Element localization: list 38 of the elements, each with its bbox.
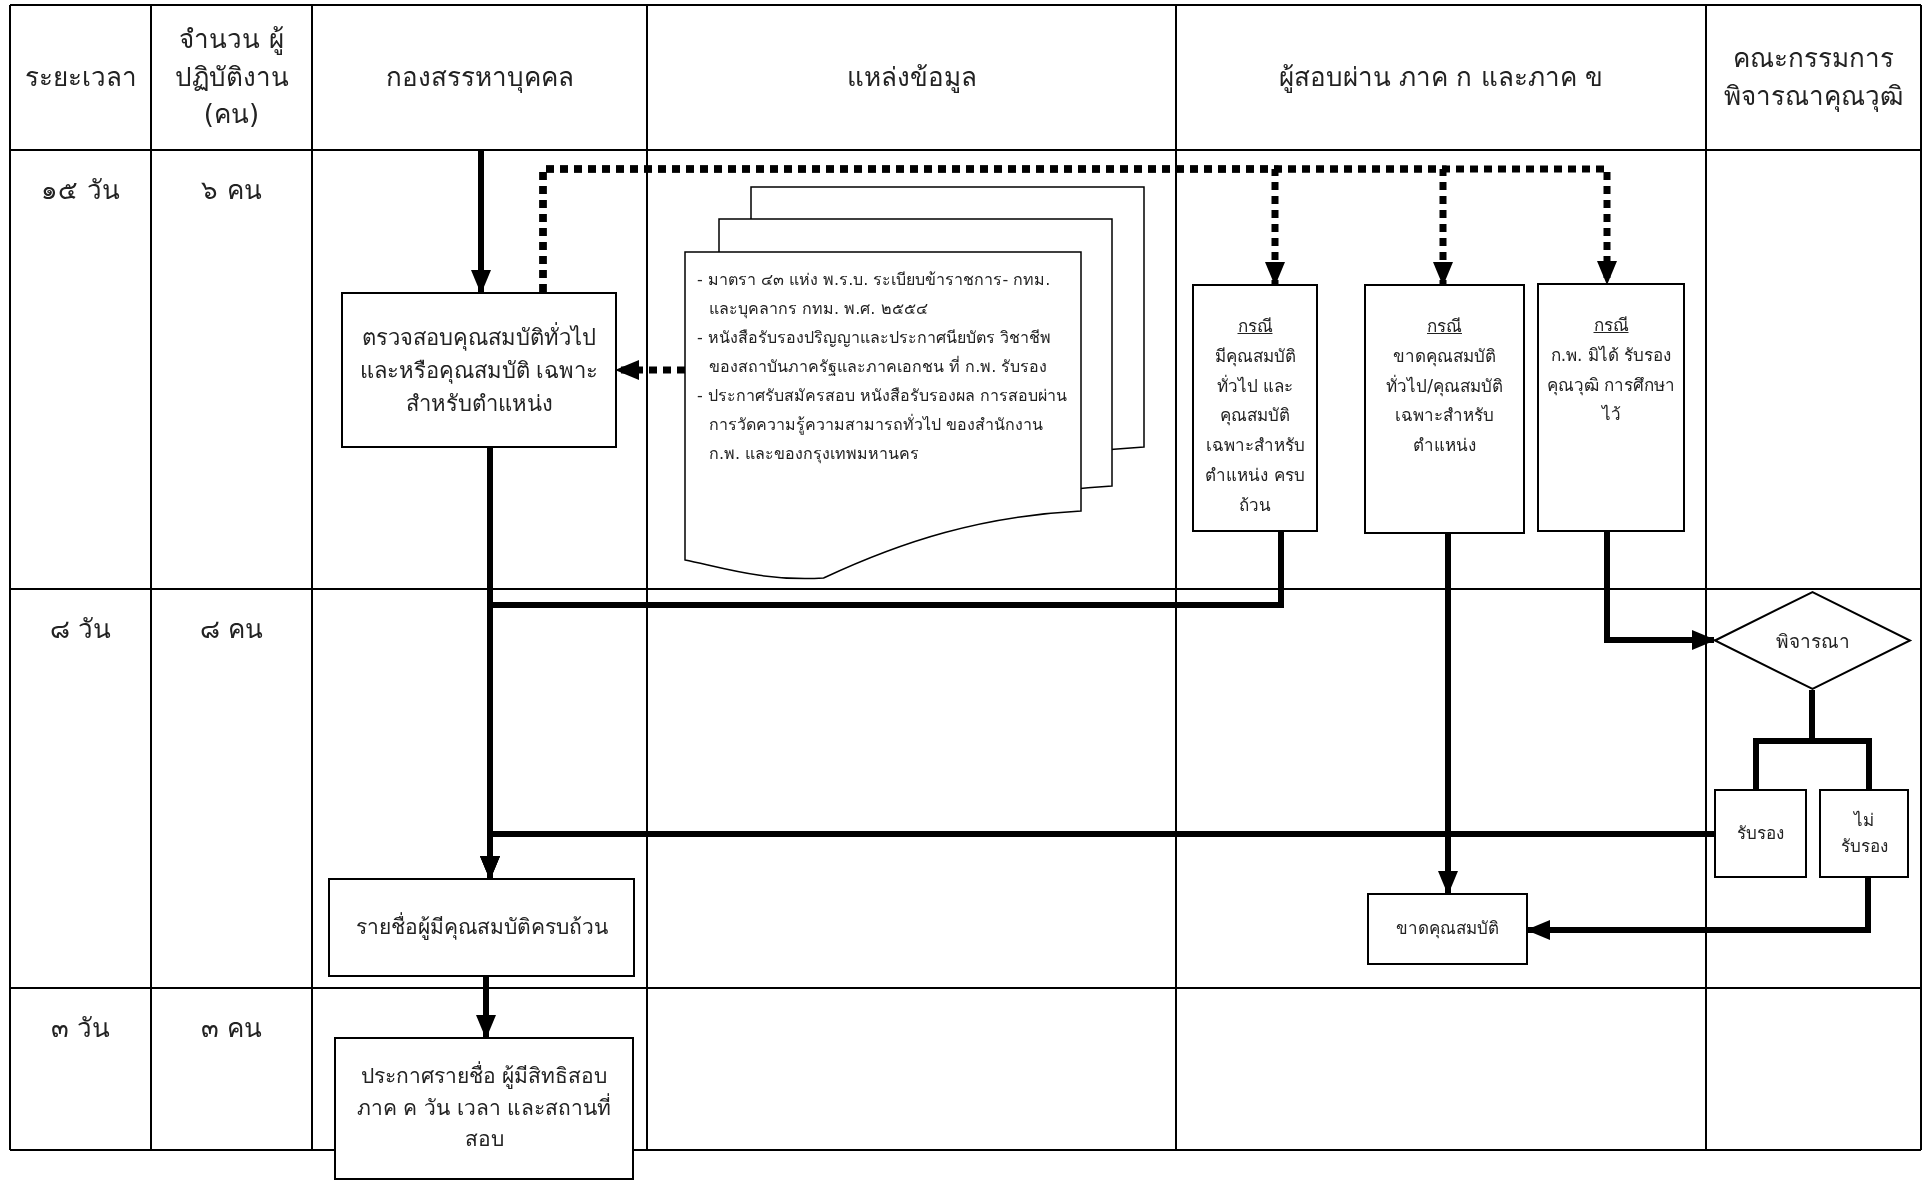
bullet-item: - หนังสือรับรองปริญญาและประกาศนียบัตร วิชาชีพของสถาบันภาครัฐและภาคเอกชน ที่ ก.พ. รับรอง	[697, 327, 1052, 378]
case-box	[1192, 284, 1318, 532]
staff-count: ๖ คน	[201, 174, 262, 207]
arrow	[476, 977, 496, 1039]
arrow	[1438, 534, 1458, 895]
process-box: ตรวจสอบคุณสมบัติทั่วไป และหรือคุณสมบัติ เฉพาะสำหรับตำแหน่ง	[341, 292, 617, 448]
case-heading: กรณี	[1236, 315, 1274, 338]
connector-line	[1809, 690, 1872, 789]
bullet-item: - ประกาศรับสมัครสอบ หนังสือรับรองผล การสอบผ่านการวัดความรู้ความสามารถทั่วไป ของสำนักงาน ก.พ. และของกรุงเทพมหานคร	[697, 385, 1069, 466]
column-header: แหล่งข้อมูล	[846, 60, 977, 95]
duration-text: ๓ วัน	[50, 1012, 111, 1045]
case-heading: กรณี	[1426, 315, 1463, 338]
case-heading: กรณี	[1592, 314, 1630, 337]
column-header: กองสรรหาบุคคล	[385, 60, 574, 95]
case-box	[1364, 284, 1525, 534]
case-text: มีคุณสมบัติทั่วไป และคุณสมบัติ เฉพาะสำหรับ ตำแหน่ง ครบถ้วน	[1204, 344, 1306, 517]
decision-box: รับรอง	[1714, 789, 1807, 878]
dotted-arrow	[539, 165, 1617, 292]
case-text: ขาดคุณสมบัติ ทั่วไป/คุณสมบัติ เฉพาะสำหรับ ตำแหน่ง	[1385, 344, 1504, 457]
case-box	[1537, 283, 1685, 532]
document-stack	[685, 187, 1145, 582]
decision-diamond: พิจารณา	[1714, 591, 1911, 690]
column-header: ผู้สอบผ่าน ภาค ก และภาค ข	[1278, 60, 1604, 95]
arrow	[471, 150, 491, 294]
case-text: ก.พ. มิได้ รับรองคุณวุฒิ การศึกษาไว้	[1545, 343, 1677, 427]
bullet-item: - มาตรา ๔๓ แห่ง พ.ร.บ. ระเบียบข้าราชการ- กทม. และบุคลากร กทม. พ.ศ. ๒๕๕๔	[697, 269, 1052, 321]
column-header: จำนวน ผู้ปฏิบัติงาน (คน)	[173, 22, 290, 132]
staff-count: ๓ คน	[200, 1012, 263, 1045]
process-box: ขาดคุณสมบัติ	[1367, 893, 1528, 965]
column-header: ระยะเวลา	[24, 60, 137, 94]
staff-count: ๘ คน	[199, 613, 264, 646]
duration-text: ๑๕ วัน	[41, 174, 120, 207]
column-header: คณะกรรมการ พิจารณาคุณวุฒิ	[1723, 41, 1904, 114]
duration-text: ๘ วัน	[49, 613, 112, 646]
decision-box: ไม่ รับรอง	[1819, 789, 1909, 878]
process-box: ประกาศรายชื่อ ผู้มีสิทธิสอบ ภาค ค วัน เวลา และสถานที่สอบ	[334, 1037, 634, 1180]
arrow	[1604, 532, 1716, 650]
process-box: รายชื่อผู้มีคุณสมบัติครบถ้วน	[328, 878, 635, 977]
